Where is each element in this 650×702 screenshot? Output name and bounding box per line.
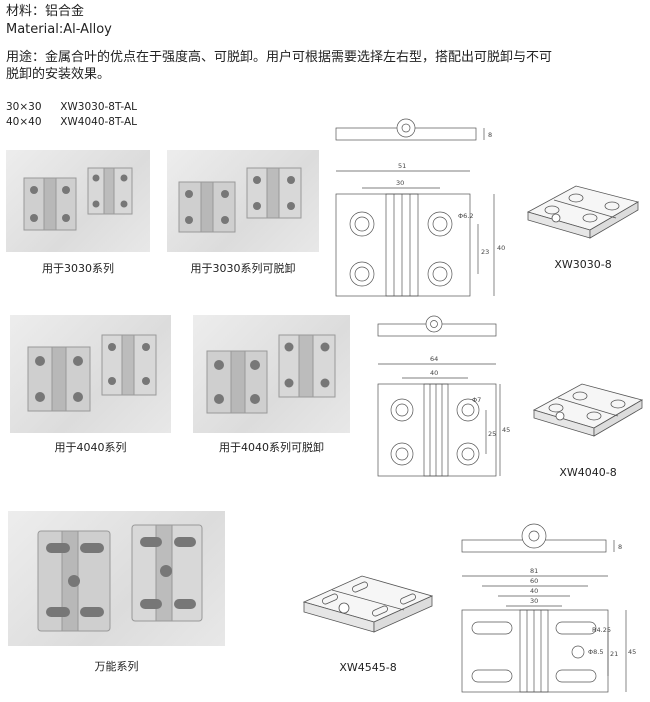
dim-label: 40 [430, 369, 438, 377]
hinge-image [206, 334, 336, 414]
dim-label: Φ7 [472, 396, 481, 404]
dim-label: 81 [530, 567, 538, 575]
dim-label: 45 [502, 426, 510, 434]
dim-label: 25 [488, 430, 496, 438]
hinge-image [37, 524, 203, 632]
caption-xw4040: XW4040-8 [559, 466, 617, 479]
dim-label: Φ8.5 [588, 648, 603, 656]
hinge-image [23, 167, 133, 231]
model-code: XW4040-8T-AL [60, 116, 138, 128]
dim-label: Φ6.2 [458, 212, 473, 220]
dim-label: 40 [530, 587, 538, 595]
photo-4040 [10, 315, 171, 433]
dim-label: 23 [481, 248, 489, 256]
model-row-1: 30×30 XW3030-8T-AL [6, 101, 137, 114]
dim-label: 21 [610, 650, 618, 658]
hinge-image [27, 334, 157, 412]
photo-universal [8, 511, 225, 646]
caption-universal: 万能系列 [94, 660, 139, 673]
dim-label: 45 [628, 648, 636, 656]
caption-3030-detachable: 用于3030系列可脱卸 [190, 262, 296, 275]
model-row-2: 40×40 XW4040-8T-AL [6, 116, 137, 129]
dim-label: 60 [530, 577, 538, 585]
caption-xw4545: XW4545-8 [339, 661, 397, 674]
hinge-image [178, 167, 302, 233]
material-cn: 材料：铝合金 [6, 4, 85, 19]
dim-label: 30 [396, 179, 404, 187]
dim-label: 8 [488, 131, 492, 139]
caption-xw3030: XW3030-8 [554, 258, 612, 271]
dim-label: 30 [530, 597, 538, 605]
dim-label: 51 [398, 162, 406, 170]
drawing-3030: 8 51 30 Φ6.2 23 40 [324, 114, 510, 310]
caption-4040: 用于4040系列 [54, 441, 127, 454]
iso-4040 [530, 376, 646, 448]
caption-4040-detachable: 用于4040系列可脱卸 [219, 441, 324, 454]
model-code: XW3030-8T-AL [60, 101, 138, 113]
drawing-4040: 64 40 Φ7 25 45 [372, 312, 512, 482]
caption-3030: 用于3030系列 [42, 262, 114, 275]
dim-label: 40 [497, 244, 505, 252]
usage-line-2: 脱卸的安装效果。 [6, 67, 111, 82]
dim-label: 64 [430, 355, 438, 363]
photo-3030 [6, 150, 150, 252]
iso-4545 [300, 572, 436, 648]
photo-4040-detachable [193, 315, 350, 433]
iso-3030 [524, 178, 642, 252]
model-size: 30×30 [6, 101, 42, 113]
material-en: Material:Al-Alloy [6, 22, 112, 37]
usage-line-1: 用途：金属合叶的优点在于强度高、可脱卸。用户可根据需要选择左右型，搭配出可脱卸与… [6, 50, 553, 65]
dim-label: 8 [618, 543, 622, 551]
dim-label: R4.25 [592, 626, 611, 634]
model-size: 40×40 [6, 116, 42, 128]
photo-3030-detachable [167, 150, 319, 252]
drawing-4545: 8 81 60 40 30 R4.25 Φ8.5 21 45 [448, 512, 648, 698]
